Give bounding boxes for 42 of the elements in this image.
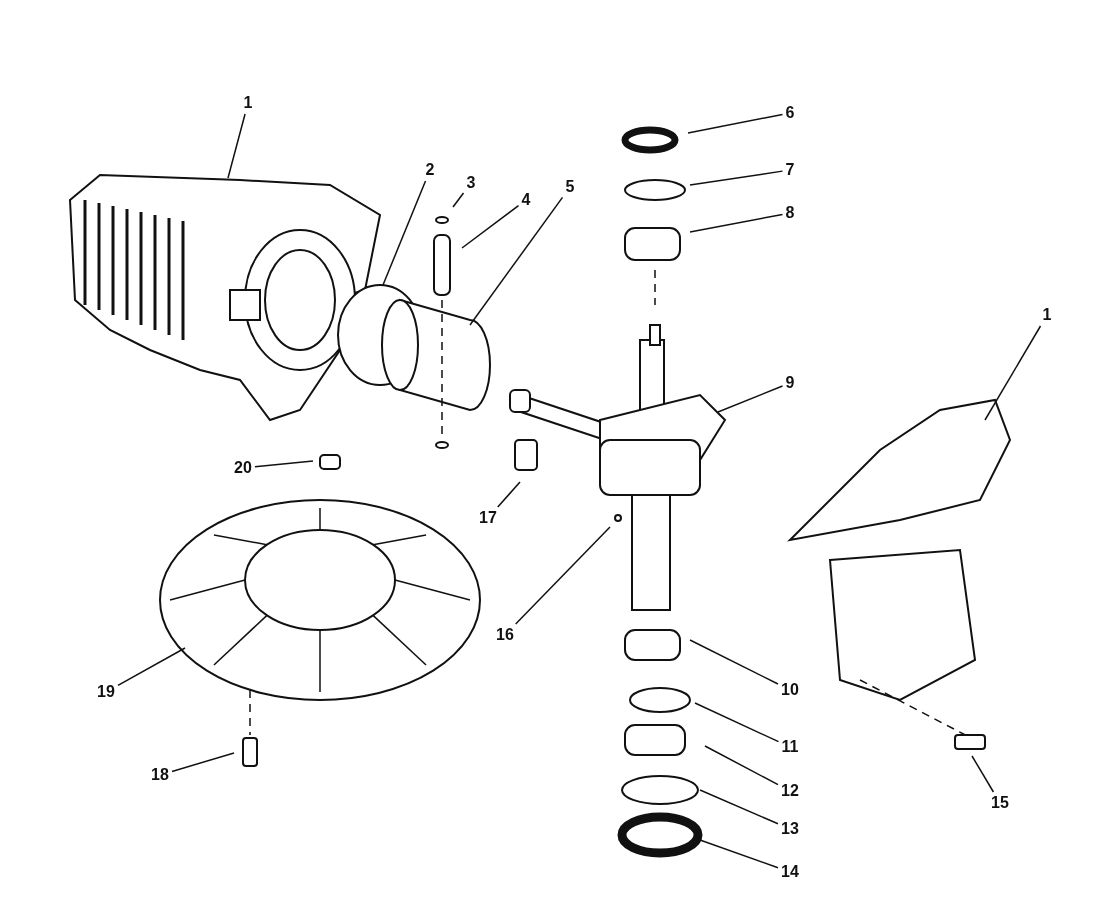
callout-number: 2 — [425, 161, 435, 179]
callout-number: 16 — [496, 626, 514, 644]
leader-line — [689, 639, 779, 685]
leader-line — [117, 647, 186, 687]
callout-number: 14 — [781, 863, 799, 881]
callout-number: 12 — [781, 782, 799, 800]
leader-line — [984, 325, 1042, 421]
callout-number: 6 — [785, 104, 795, 122]
leader-line — [717, 385, 784, 413]
callout-number: 1 — [243, 94, 253, 112]
callout-number: 9 — [785, 374, 795, 392]
leader-line — [171, 752, 235, 773]
leader-line — [971, 755, 995, 793]
callout-number: 11 — [781, 738, 799, 756]
callout-number: 3 — [466, 174, 476, 192]
callout-number: 8 — [785, 204, 795, 222]
leader-line — [694, 702, 780, 743]
callout-number: 20 — [234, 459, 252, 477]
leader-line — [497, 481, 521, 508]
callout-number: 10 — [781, 681, 799, 699]
leader-line — [514, 526, 611, 625]
leader-line — [227, 113, 246, 179]
callout-number: 13 — [781, 820, 799, 838]
callout-number: 17 — [479, 509, 497, 527]
leader-line — [461, 204, 520, 249]
callout-number: 4 — [521, 191, 531, 209]
leader-line — [687, 113, 784, 134]
leader-line — [704, 745, 779, 786]
leader-line — [382, 180, 427, 286]
leader-line — [689, 213, 784, 233]
callout-number: 5 — [565, 178, 575, 196]
callout-number: 15 — [991, 794, 1009, 812]
leader-line — [689, 170, 784, 186]
callout-number: 7 — [785, 161, 795, 179]
callout-number: 19 — [97, 683, 115, 701]
callout-number: 1 — [1042, 306, 1052, 324]
callout-number: 18 — [151, 766, 169, 784]
leader-line — [254, 460, 314, 468]
leader-line — [699, 839, 779, 869]
leader-line — [469, 196, 564, 326]
leader-line — [699, 789, 779, 825]
leader-line — [452, 192, 465, 208]
